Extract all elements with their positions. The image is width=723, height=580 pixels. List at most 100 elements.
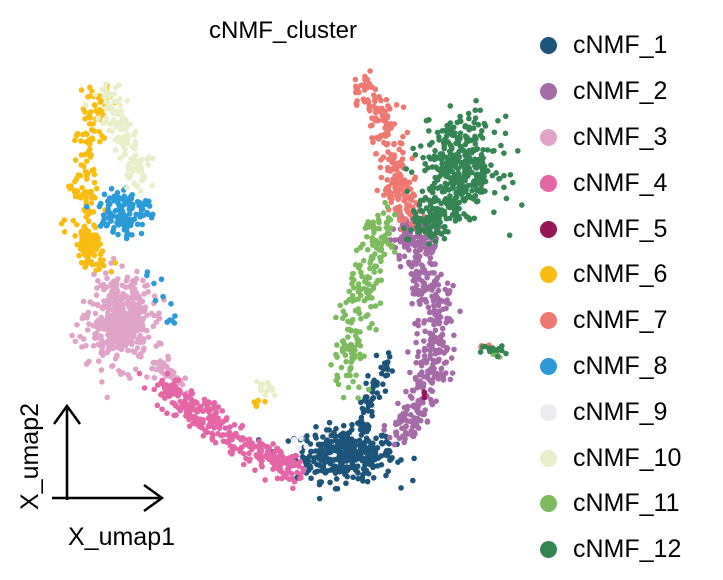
point-cnmf-2 bbox=[449, 370, 456, 376]
point-cnmf-10 bbox=[118, 108, 125, 115]
point-cnmf-6 bbox=[97, 241, 104, 247]
point-cnmf-2 bbox=[415, 397, 422, 404]
point-cnmf-7 bbox=[400, 149, 406, 156]
point-cnmf-2 bbox=[418, 291, 424, 297]
point-cnmf-2 bbox=[436, 320, 442, 327]
point-cnmf-7 bbox=[382, 133, 389, 139]
x-axis-label: X_umap1 bbox=[68, 523, 175, 551]
point-cnmf-12 bbox=[423, 117, 430, 124]
point-cnmf-11 bbox=[361, 353, 367, 360]
point-cnmf-3 bbox=[98, 367, 105, 373]
point-cnmf-2 bbox=[422, 357, 429, 364]
point-cnmf-12 bbox=[403, 166, 410, 172]
point-cnmf-3 bbox=[115, 288, 121, 295]
point-cnmf-4 bbox=[211, 399, 218, 406]
point-cnmf-8 bbox=[114, 189, 121, 196]
point-cnmf-2 bbox=[427, 352, 434, 358]
point-cnmf-6 bbox=[83, 226, 89, 233]
point-cnmf-12 bbox=[456, 178, 463, 185]
point-cnmf-3 bbox=[158, 368, 164, 375]
point-cnmf-4 bbox=[283, 456, 290, 462]
point-cnmf-1 bbox=[387, 448, 393, 455]
point-cnmf-10 bbox=[103, 99, 110, 106]
point-cnmf-12 bbox=[479, 171, 485, 177]
point-cnmf-1 bbox=[365, 373, 371, 379]
point-cnmf-6 bbox=[72, 193, 79, 200]
point-cnmf-9 bbox=[303, 443, 310, 450]
point-cnmf-11 bbox=[334, 372, 340, 379]
point-cnmf-4 bbox=[216, 425, 223, 431]
point-cnmf-1 bbox=[370, 394, 377, 401]
point-cnmf-1 bbox=[386, 353, 393, 360]
point-cnmf-6 bbox=[88, 237, 95, 243]
point-cnmf-11 bbox=[349, 298, 356, 304]
point-cnmf-1 bbox=[374, 390, 381, 396]
point-cnmf-12 bbox=[425, 165, 431, 171]
point-cnmf-11 bbox=[360, 241, 366, 247]
point-cnmf-11 bbox=[387, 217, 394, 223]
point-cnmf-11 bbox=[334, 354, 340, 360]
point-cnmf-2 bbox=[421, 353, 428, 359]
point-cnmf-6 bbox=[82, 151, 88, 158]
point-cnmf-1 bbox=[334, 443, 340, 449]
point-cnmf-6 bbox=[72, 233, 78, 239]
point-cnmf-11 bbox=[375, 212, 381, 219]
point-cnmf-12 bbox=[426, 241, 432, 247]
point-cnmf-4 bbox=[283, 460, 290, 467]
point-cnmf-8 bbox=[124, 230, 131, 237]
point-cnmf-2 bbox=[457, 308, 463, 315]
point-cnmf-1 bbox=[305, 467, 312, 474]
point-cnmf-3 bbox=[119, 309, 125, 315]
point-cnmf-4 bbox=[190, 414, 197, 420]
point-cnmf-4 bbox=[209, 435, 216, 441]
point-cnmf-1 bbox=[350, 464, 356, 471]
point-cnmf-11 bbox=[333, 314, 339, 321]
point-cnmf-6 bbox=[97, 256, 104, 263]
point-cnmf-3 bbox=[90, 342, 97, 349]
point-cnmf-3 bbox=[95, 277, 101, 284]
point-cnmf-4 bbox=[222, 425, 229, 431]
point-cnmf-1 bbox=[365, 408, 372, 414]
point-cnmf-1 bbox=[398, 457, 404, 463]
point-cnmf-12 bbox=[475, 121, 482, 128]
point-cnmf-10 bbox=[118, 126, 124, 133]
point-cnmf-6 bbox=[77, 194, 84, 201]
point-cnmf-3 bbox=[134, 321, 141, 328]
point-cnmf-11 bbox=[355, 395, 361, 401]
point-cnmf-2 bbox=[407, 411, 414, 418]
legend-marker bbox=[540, 37, 557, 55]
point-cnmf-7 bbox=[375, 117, 381, 124]
point-cnmf-11 bbox=[372, 263, 378, 269]
point-cnmf-12 bbox=[481, 120, 488, 127]
point-cnmf-3 bbox=[94, 285, 100, 291]
point-cnmf-10 bbox=[127, 121, 133, 128]
point-cnmf-2 bbox=[432, 327, 439, 334]
point-cnmf-8 bbox=[115, 213, 122, 220]
point-cnmf-12 bbox=[401, 225, 407, 232]
point-cnmf-7 bbox=[379, 112, 386, 119]
point-cnmf-3 bbox=[125, 337, 131, 344]
point-cnmf-3 bbox=[117, 299, 124, 306]
point-cnmf-2 bbox=[426, 309, 433, 316]
point-cnmf-2 bbox=[412, 276, 419, 283]
point-cnmf-2 bbox=[426, 245, 432, 251]
point-cnmf-2 bbox=[448, 355, 455, 361]
point-cnmf-12 bbox=[438, 200, 444, 207]
point-cnmf-12 bbox=[426, 128, 432, 134]
point-cnmf-2 bbox=[381, 427, 387, 433]
point-cnmf-11 bbox=[392, 211, 398, 218]
point-cnmf-11 bbox=[348, 320, 355, 326]
point-cnmf-7 bbox=[404, 201, 410, 208]
point-cnmf-2 bbox=[431, 307, 438, 313]
point-cnmf-11 bbox=[383, 219, 390, 226]
point-cnmf-6 bbox=[93, 245, 100, 252]
point-cnmf-2 bbox=[436, 308, 442, 315]
point-cnmf-11 bbox=[350, 378, 356, 385]
point-cnmf-12 bbox=[510, 179, 516, 186]
point-cnmf-3 bbox=[165, 353, 171, 360]
point-cnmf-1 bbox=[318, 479, 325, 485]
point-cnmf-12 bbox=[447, 103, 454, 109]
point-cnmf-12 bbox=[479, 135, 486, 141]
point-cnmf-4 bbox=[227, 424, 233, 430]
point-cnmf-10 bbox=[131, 165, 138, 172]
